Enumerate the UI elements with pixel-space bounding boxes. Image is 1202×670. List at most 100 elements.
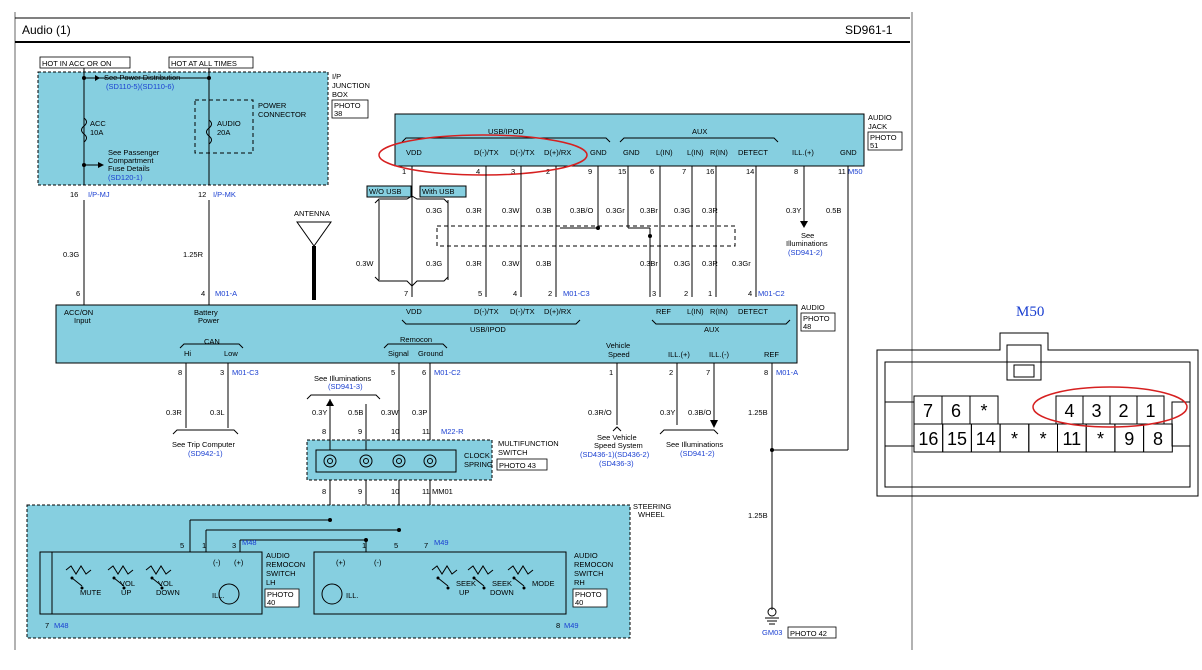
- svg-text:SWITCH: SWITCH: [266, 569, 296, 578]
- connector-pin: 4: [1064, 401, 1074, 421]
- svg-text:See Trip Computer: See Trip Computer: [172, 440, 235, 449]
- mfs-pin-number: 10: [391, 487, 399, 496]
- svg-text:0.3B/O: 0.3B/O: [688, 408, 712, 417]
- svg-text:16: 16: [70, 190, 78, 199]
- svg-text:AUDIO: AUDIO: [266, 551, 290, 560]
- connector-pin: 3: [1091, 401, 1101, 421]
- m50-pins-highlight: [1032, 386, 1188, 428]
- svg-text:VOL: VOL: [158, 579, 173, 588]
- audio-pin-number: 3: [652, 289, 656, 298]
- connector-pin: 16: [918, 429, 938, 449]
- connector-pin: *: [1011, 429, 1018, 449]
- svg-text:CLOCK: CLOCK: [464, 451, 490, 460]
- wire-code: 0.3B/O: [570, 206, 594, 215]
- wire-code: 0.3G: [426, 206, 442, 215]
- svg-text:AUDIO: AUDIO: [574, 551, 598, 560]
- svg-text:10A: 10A: [90, 128, 103, 137]
- svg-text:DOWN: DOWN: [490, 588, 514, 597]
- svg-text:AUX: AUX: [704, 325, 719, 334]
- jack-pin-label: GND: [840, 148, 857, 157]
- svg-text:Low: Low: [224, 349, 238, 358]
- diagram-code: SD961-1: [845, 23, 893, 37]
- svg-text:AUDIO: AUDIO: [801, 303, 825, 312]
- svg-text:ILL.(-): ILL.(-): [709, 350, 730, 359]
- svg-text:BOX: BOX: [332, 90, 348, 99]
- svg-text:(+): (+): [336, 558, 346, 567]
- svg-text:SEEK: SEEK: [456, 579, 476, 588]
- mfs-wire-code: 0.3P: [412, 408, 427, 417]
- svg-text:GM03: GM03: [762, 628, 782, 637]
- svg-text:12: 12: [198, 190, 206, 199]
- jack-pin-label: D(+)/RX: [544, 148, 571, 157]
- jack-pin-number: 7: [682, 167, 686, 176]
- jack-pin-label: L(IN): [687, 148, 704, 157]
- audio-pin-label: VDD: [406, 307, 422, 316]
- audio-pin-label: L(IN): [687, 307, 704, 316]
- mfs-pin-number: 11: [422, 487, 430, 496]
- svg-text:USB/IPOD: USB/IPOD: [470, 325, 506, 334]
- jack-pin-number: 14: [746, 167, 754, 176]
- svg-text:4: 4: [201, 289, 205, 298]
- mfs-pin-number: 10: [391, 427, 399, 436]
- jack-pin-label: GND: [623, 148, 640, 157]
- svg-text:VOL: VOL: [120, 579, 135, 588]
- wire-code: 0.3G: [426, 259, 442, 268]
- audio-pin-number: 2: [684, 289, 688, 298]
- wire-code: 0.3R: [466, 206, 482, 215]
- svg-text:(+): (+): [234, 558, 244, 567]
- svg-text:MULTIFUNCTION: MULTIFUNCTION: [498, 439, 559, 448]
- wire-code: 0.3Gr: [732, 259, 751, 268]
- svg-text:M01-A: M01-A: [776, 368, 798, 377]
- audio-pin-label: REF: [656, 307, 671, 316]
- svg-text:M01-C2: M01-C2: [434, 368, 461, 377]
- audio-pin-number: 4: [513, 289, 517, 298]
- svg-text:(SD436-1)(SD436-2): (SD436-1)(SD436-2): [580, 450, 650, 459]
- audio-bottom-pin: 8: [178, 368, 182, 377]
- jack-pin-number: 6: [650, 167, 654, 176]
- svg-text:1.25B: 1.25B: [748, 408, 768, 417]
- steering-wheel-box: [26, 504, 631, 639]
- svg-text:0.3R: 0.3R: [166, 408, 182, 417]
- wire-code: 0.3G: [674, 206, 690, 215]
- svg-text:See Passenger: See Passenger: [108, 148, 160, 157]
- audio-jack-box: [394, 113, 865, 167]
- connector-pin: 6: [951, 401, 961, 421]
- svg-text:MODE: MODE: [532, 579, 555, 588]
- lh-pin: 1: [202, 541, 206, 550]
- jack-pin-label: R(IN): [710, 148, 728, 157]
- svg-text:M01-A: M01-A: [215, 289, 237, 298]
- audio-bottom-pin: 6: [422, 368, 426, 377]
- svg-text:40: 40: [575, 598, 583, 607]
- rh-pin: 1: [362, 541, 366, 550]
- svg-text:0.3Y: 0.3Y: [786, 206, 801, 215]
- jack-pin-number: 3: [511, 167, 515, 176]
- svg-text:Power: Power: [198, 316, 220, 325]
- svg-text:SPRING: SPRING: [464, 460, 493, 469]
- jack-pin-number: 11: [838, 167, 846, 176]
- audio-bottom-pin: 2: [669, 368, 673, 377]
- svg-text:40: 40: [267, 598, 275, 607]
- svg-text:6: 6: [76, 289, 80, 298]
- clock-spring-box: [306, 439, 493, 481]
- svg-text:STEERING: STEERING: [633, 502, 672, 511]
- svg-text:(SD941-2): (SD941-2): [680, 449, 715, 458]
- svg-text:0.3R/O: 0.3R/O: [588, 408, 612, 417]
- connector-pin: 15: [947, 429, 967, 449]
- svg-text:Hi: Hi: [184, 349, 191, 358]
- jack-pin-number: 8: [794, 167, 798, 176]
- svg-text:I/P-MJ: I/P-MJ: [88, 190, 110, 199]
- svg-text:M01-C3: M01-C3: [563, 289, 590, 298]
- svg-text:20A: 20A: [217, 128, 230, 137]
- svg-text:DOWN: DOWN: [156, 588, 180, 597]
- svg-text:M01-C3: M01-C3: [232, 368, 259, 377]
- svg-text:PHOTO: PHOTO: [575, 590, 602, 599]
- jack-pin-number: 4: [476, 167, 480, 176]
- audio-bottom-pin: 5: [391, 368, 395, 377]
- svg-text:POWER: POWER: [258, 101, 287, 110]
- mfs-pin-number: 8: [322, 427, 326, 436]
- svg-text:AUDIO: AUDIO: [868, 113, 892, 122]
- wire-code: 0.3W: [356, 259, 374, 268]
- connector-pin: 11: [1063, 429, 1082, 449]
- svg-text:48: 48: [803, 322, 811, 331]
- connector-pin: *: [1040, 429, 1047, 449]
